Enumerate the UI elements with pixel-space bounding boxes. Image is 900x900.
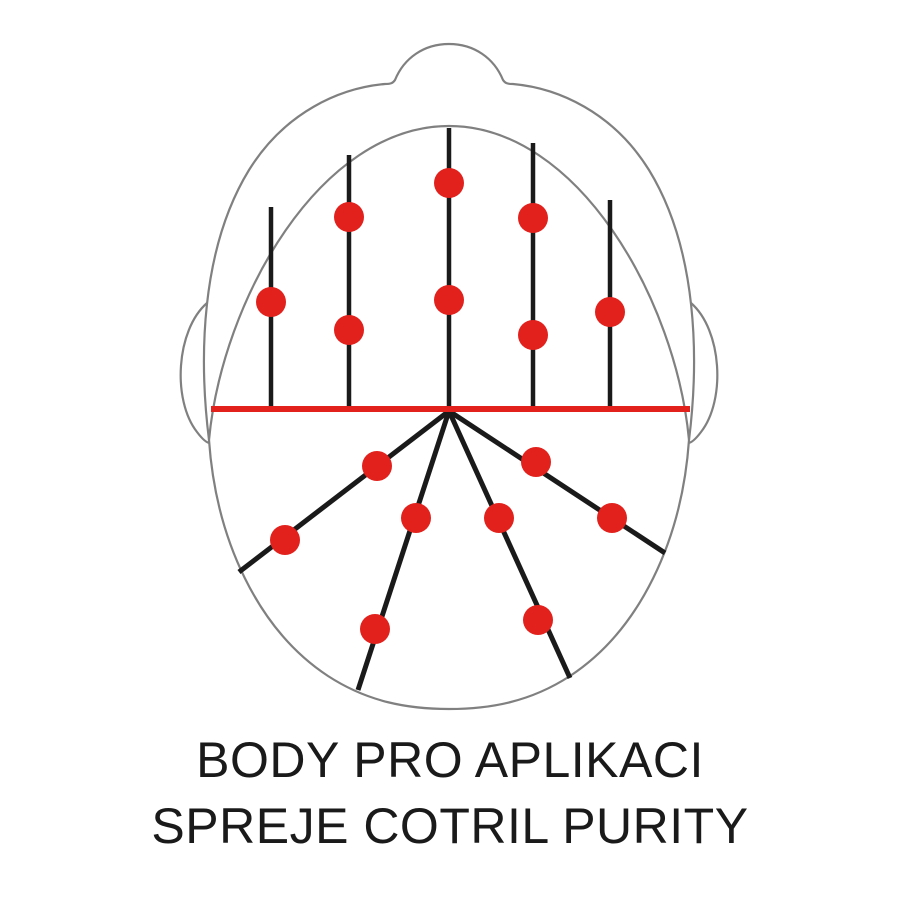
application-dot [484, 503, 514, 533]
application-dot [334, 315, 364, 345]
hairline-arc [207, 124, 691, 442]
application-dot [256, 287, 286, 317]
back-section-line-outer-right [447, 408, 667, 556]
application-dot [518, 320, 548, 350]
application-dot [597, 503, 627, 533]
application-dots-back [270, 447, 627, 644]
application-dot [434, 285, 464, 315]
caption-line-1: BODY PRO APLIKACI [196, 732, 704, 788]
application-dot [270, 525, 300, 555]
application-dot [334, 202, 364, 232]
application-dot [518, 203, 548, 233]
application-dot [360, 614, 390, 644]
application-dot [523, 605, 553, 635]
back-section-line-inner-right [446, 409, 573, 680]
application-dot [401, 503, 431, 533]
application-dot [434, 168, 464, 198]
left-ear-icon [179, 301, 212, 445]
right-ear-icon [686, 301, 719, 445]
application-dots-front [256, 168, 625, 350]
application-dot [521, 447, 551, 477]
application-dot [595, 297, 625, 327]
application-dot [362, 451, 392, 481]
caption-line-2: SPREJE COTRIL PURITY [151, 798, 748, 854]
